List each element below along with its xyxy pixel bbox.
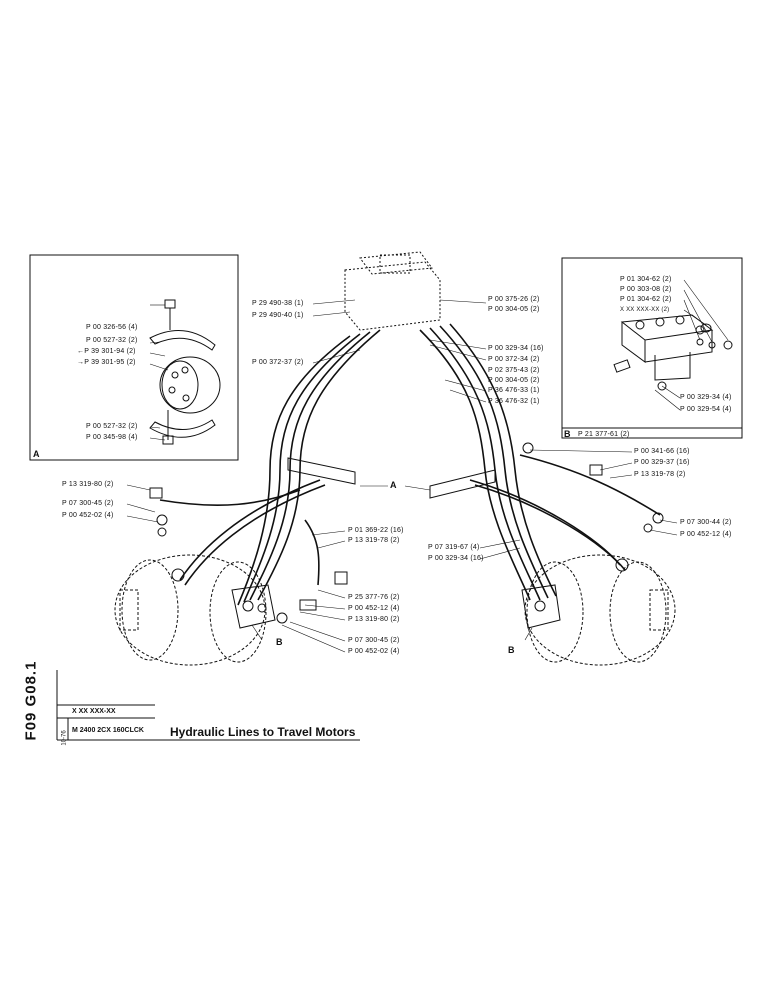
callout-l-3: P 00 452-02 (4) [62,512,114,519]
detail-a-label-4: →︎P 39 301-95 (2) [77,359,136,366]
callout-cl-7: P 00 452-02 (4) [348,648,400,655]
callout-r-4: P 07 300-44 (2) [680,519,732,526]
right-travel-motor [524,554,676,666]
marker-b-right: B [508,645,515,655]
detail-a-label-1: P 00 326-56 (4) [86,324,138,331]
callout-cr-1: P 07 319-67 (4) [428,544,480,551]
left-motor-flange [231,584,276,629]
callout-cl-1: P 01 369-22 (16) [348,527,404,534]
date-code: 10-76 [61,730,68,746]
callout-cl-2: P 13 319-78 (2) [348,537,400,544]
sheet-id: F09 G08.1 [22,660,40,741]
marker-a: A [390,480,397,490]
callout-cr-2: P 00 329-34 (16) [428,555,484,562]
callout-tr-1: P 00 375-26 (2) [488,296,540,303]
detail-a-label-5: P 00 527-32 (2) [86,423,138,430]
callout-tl-2: P 29 490-40 (1) [252,312,304,319]
hoses [159,323,661,606]
detail-a-label-6: P 00 345-98 (4) [86,434,138,441]
callout-cl-4: P 00 452-12 (4) [348,605,400,612]
detail-b-letter: B [564,429,571,439]
callout-r-2: P 00 329-37 (16) [634,459,690,466]
detail-a-clamp [149,299,221,445]
callout-tl-1: P 29 490-38 (1) [252,300,304,307]
model: M 2400 2CX 160CLCK [72,727,144,734]
central-valve [344,251,441,331]
detail-b-label-2: P 00 303-08 (2) [620,286,672,293]
callout-tr-8: P 36 476-32 (1) [488,398,540,405]
detail-a-label-3: ←︎P 39 301-94 (2) [77,348,136,355]
callout-r-3: P 13 319-78 (2) [634,471,686,478]
callout-tr-2: P 00 304-05 (2) [488,306,540,313]
detail-b-label-5: P 00 329-34 (4) [680,394,732,401]
detail-b-label-1: P 01 304-62 (2) [620,276,672,283]
detail-b-part: P 21 377-61 (2) [578,431,630,438]
detail-b-box [561,257,743,439]
detail-b-label-4: X XX XXX-XX (2) [620,307,670,313]
detail-a-label-3-text: P 39 301-94 (2) [84,348,136,355]
marker-b-left: B [276,637,283,647]
callout-cl-6: P 07 300-45 (2) [348,637,400,644]
detail-b-label-6: P 00 329-54 (4) [680,406,732,413]
detail-a-box [29,254,239,461]
left-travel-motor [114,554,267,666]
detail-a-label-4-text: P 39 301-95 (2) [84,359,136,366]
callout-l-2: P 07 300-45 (2) [62,500,114,507]
detail-b-block [613,314,733,391]
callout-r-5: P 00 452-12 (4) [680,531,732,538]
callout-tr-4: P 00 372-34 (2) [488,356,540,363]
callout-r-1: P 00 341-66 (16) [634,448,690,455]
callout-cl-5: P 13 319-80 (2) [348,616,400,623]
serial-placeholder: X XX XXX-XX [72,708,116,715]
callout-tr-3: P 00 329-34 (16) [488,345,544,352]
callout-tl-3: P 00 372-37 (2) [252,359,304,366]
page-title: Hydraulic Lines to Travel Motors [170,725,356,739]
callout-tr-5: P 02 375-43 (2) [488,367,540,374]
callout-tr-6: P 00 304-05 (2) [488,377,540,384]
callout-cl-3: P 25 377-76 (2) [348,594,400,601]
right-motor-flange [521,584,561,629]
detail-a-letter: A [33,449,40,459]
callout-l-1: P 13 319-80 (2) [62,481,114,488]
callout-tr-7: P 36 476-33 (1) [488,387,540,394]
detail-b-label-3: P 01 304-62 (2) [620,296,672,303]
detail-a-label-2: P 00 527-32 (2) [86,337,138,344]
